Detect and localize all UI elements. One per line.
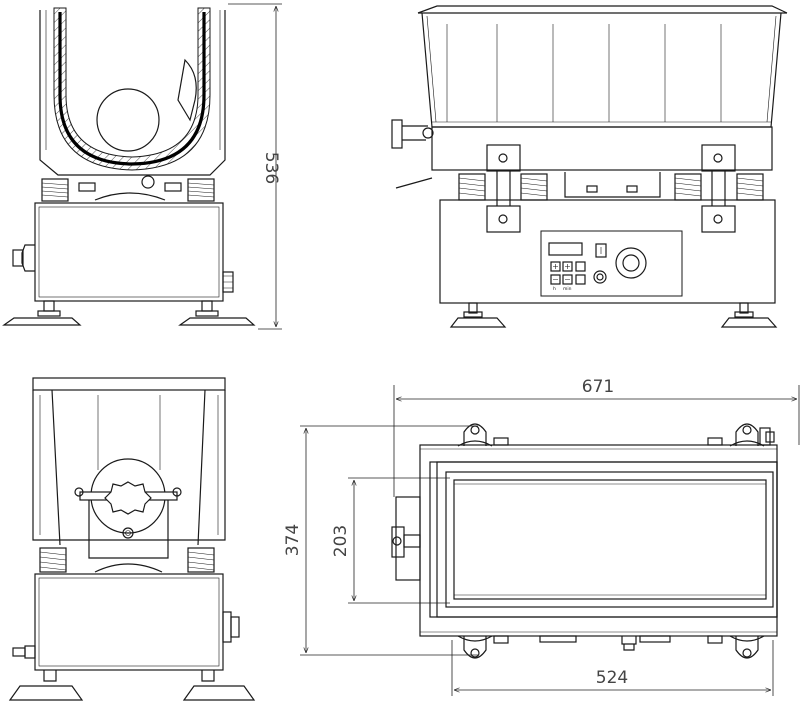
springs-side [458,173,764,201]
dimension-height: 536 [228,3,282,330]
dimension-width-bowl-label: 203 [331,525,351,557]
dimension-length-base: 524 [451,640,774,696]
stop-button [593,270,607,284]
dimension-width-total-label: 374 [283,524,303,556]
reset-button [575,261,586,272]
rotor-assembly [74,458,182,559]
display-window [548,242,583,256]
plus-button-2 [562,261,573,272]
dimension-width-bowl: 203 [331,477,450,604]
main-dial [615,247,647,279]
foot-right-side [720,302,778,328]
foot-left-side [449,302,507,328]
rear-view [8,377,256,701]
base-box-side [439,199,776,304]
dimension-length-base-label: 524 [596,668,628,688]
control-panel: h min [540,230,683,297]
dimension-length-total-label: 671 [582,377,614,397]
minus-button-1 [550,274,561,285]
base-box-rear [34,573,224,671]
plus-button-1 [550,261,561,272]
side-handle [391,119,434,189]
panel-label-h: h [553,286,556,292]
bracket-right [701,144,736,233]
hopper-ribs [446,24,722,122]
mounting-ears [457,423,765,659]
minus-button-2 [562,274,573,285]
foot-left-front [2,300,82,326]
bracket-left [486,144,521,233]
dimension-height-label: 536 [261,152,281,184]
plan-view: 671 524 374 203 [283,377,800,696]
panel-label-min: min [563,286,572,292]
mode-button [575,274,586,285]
foot-right-front [178,300,256,326]
spring-right [187,178,215,202]
dimension-length-total: 671 [393,377,800,497]
dimension-width-total: 374 [283,425,478,656]
front-section-view: 536 [2,3,282,330]
base-box-front [34,202,224,302]
spring-left [41,178,69,202]
side-elevation-view: h min [391,5,788,328]
